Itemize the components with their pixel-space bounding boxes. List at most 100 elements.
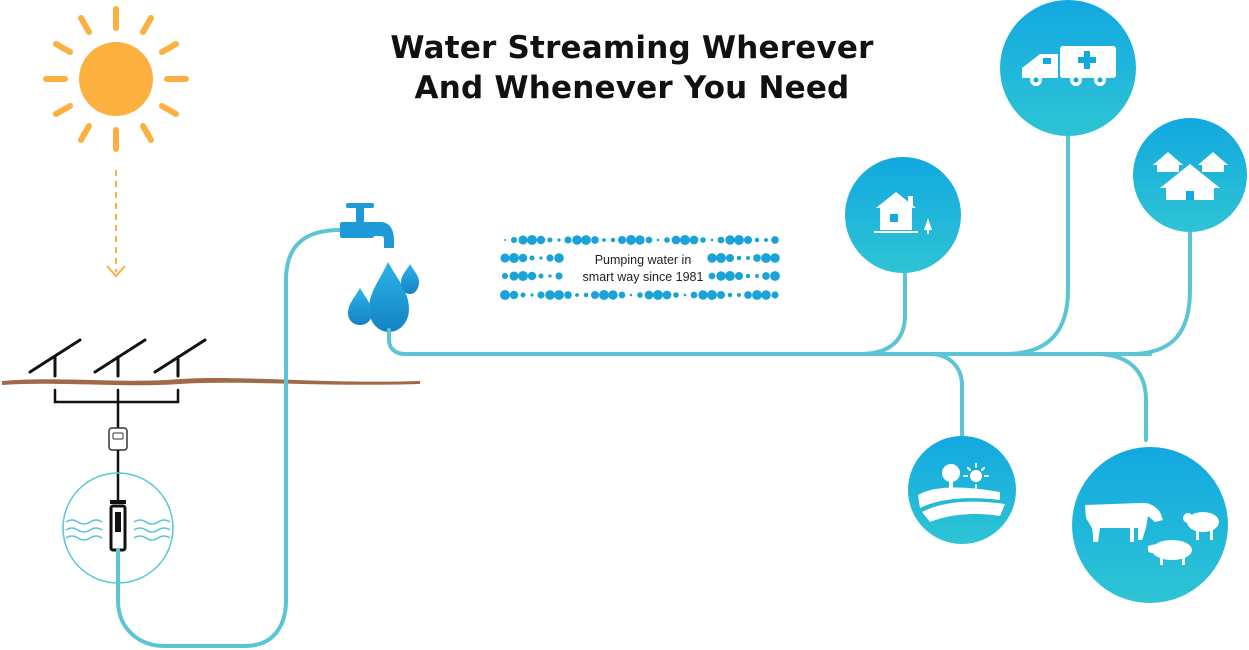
decor-dot bbox=[710, 238, 714, 242]
decor-dot bbox=[518, 235, 528, 245]
decor-dot bbox=[530, 293, 534, 297]
decor-dot bbox=[743, 235, 753, 245]
decor-dot bbox=[716, 271, 726, 281]
decor-dot bbox=[539, 256, 543, 260]
solar-panel-icon bbox=[28, 338, 207, 430]
decor-dot bbox=[754, 237, 760, 243]
decor-dot bbox=[629, 293, 633, 297]
decor-dot bbox=[564, 236, 572, 244]
decor-dot bbox=[572, 235, 582, 245]
decor-dot bbox=[753, 254, 761, 262]
title-line-1: Water Streaming Wherever bbox=[390, 30, 874, 66]
decor-dot bbox=[536, 235, 546, 245]
tagline-line-2: smart way since 1981 bbox=[582, 270, 704, 284]
decor-dot bbox=[770, 253, 780, 263]
decor-dot bbox=[680, 235, 690, 245]
decor-dot bbox=[610, 237, 616, 243]
farm-field-icon bbox=[918, 463, 1005, 522]
decor-dot bbox=[664, 237, 670, 243]
decor-dot bbox=[618, 291, 626, 299]
decor-dot bbox=[635, 235, 645, 245]
decor-dot bbox=[545, 290, 555, 300]
decor-dot bbox=[504, 239, 506, 241]
decor-dot bbox=[707, 253, 717, 263]
dot-pattern bbox=[500, 235, 780, 300]
decor-dot bbox=[656, 238, 660, 242]
ground-line bbox=[2, 377, 420, 386]
title-line-2: And Whenever You Need bbox=[414, 70, 850, 106]
decor-dot bbox=[500, 253, 510, 263]
decor-dot bbox=[583, 292, 589, 298]
decor-dot bbox=[510, 236, 518, 244]
decor-dot bbox=[734, 235, 744, 245]
decor-dot bbox=[599, 290, 609, 300]
tagline: Pumping water in smart way since 1981 bbox=[568, 252, 718, 286]
decor-dot bbox=[736, 255, 742, 261]
house-circle bbox=[845, 157, 961, 273]
ambulance-circle bbox=[1000, 0, 1136, 136]
village-huts-icon bbox=[1153, 152, 1228, 200]
decor-dot bbox=[761, 290, 771, 300]
decor-dot bbox=[762, 272, 770, 280]
decor-dot bbox=[725, 235, 735, 245]
decor-dot bbox=[717, 236, 725, 244]
decor-dot bbox=[518, 253, 528, 263]
sunlight-arrow bbox=[106, 170, 126, 278]
decor-dot bbox=[554, 253, 564, 263]
decor-dot bbox=[529, 255, 535, 261]
decor-dot bbox=[626, 235, 636, 245]
decor-dot bbox=[770, 271, 780, 281]
farm-circle bbox=[908, 436, 1016, 544]
decor-dot bbox=[509, 290, 519, 300]
decor-dot bbox=[644, 290, 654, 300]
decor-dot bbox=[700, 237, 706, 243]
decor-dot bbox=[744, 291, 752, 299]
sun-icon bbox=[43, 6, 189, 152]
decor-dot bbox=[509, 271, 519, 281]
water-pipe bbox=[116, 228, 342, 648]
decor-dot bbox=[527, 271, 537, 281]
decor-dot bbox=[671, 235, 681, 245]
decor-dot bbox=[538, 273, 544, 279]
decor-dot bbox=[546, 254, 554, 262]
decor-dot bbox=[501, 272, 509, 280]
decor-dot bbox=[716, 290, 726, 300]
decor-dot bbox=[537, 291, 545, 299]
page-title: Water Streaming Wherever And Whenever Yo… bbox=[352, 28, 912, 108]
decor-dot bbox=[673, 292, 679, 298]
distribution-pipes bbox=[387, 128, 1192, 442]
decor-dot bbox=[548, 274, 552, 278]
water-drop-icon bbox=[348, 262, 419, 332]
decor-dot bbox=[637, 292, 643, 298]
decor-dot bbox=[590, 290, 600, 300]
decor-dot bbox=[761, 253, 771, 263]
decor-dot bbox=[557, 238, 561, 242]
livestock-icon bbox=[1085, 502, 1219, 565]
decor-dot bbox=[500, 290, 510, 300]
decor-dot bbox=[708, 272, 716, 280]
ambulance-truck-icon bbox=[1022, 46, 1116, 86]
decor-dot bbox=[764, 238, 768, 242]
decor-dot bbox=[690, 291, 698, 299]
decor-dot bbox=[617, 235, 627, 245]
decor-dot bbox=[734, 271, 744, 281]
decor-dot bbox=[662, 290, 672, 300]
decor-dot bbox=[602, 238, 606, 242]
decor-dot bbox=[689, 235, 699, 245]
decor-dot bbox=[555, 272, 563, 280]
decor-dot bbox=[575, 293, 579, 297]
decor-dot bbox=[608, 290, 618, 300]
decor-dot bbox=[520, 292, 526, 298]
decor-dot bbox=[727, 292, 733, 298]
decor-dot bbox=[755, 274, 759, 278]
house-icon bbox=[874, 192, 932, 234]
decor-dot bbox=[737, 293, 741, 297]
decor-dot bbox=[527, 235, 537, 245]
decor-dot bbox=[645, 236, 653, 244]
decor-dot bbox=[725, 253, 735, 263]
decor-dot bbox=[752, 290, 762, 300]
decor-dot bbox=[707, 290, 717, 300]
decor-dot bbox=[581, 235, 591, 245]
decor-dot bbox=[746, 256, 750, 260]
